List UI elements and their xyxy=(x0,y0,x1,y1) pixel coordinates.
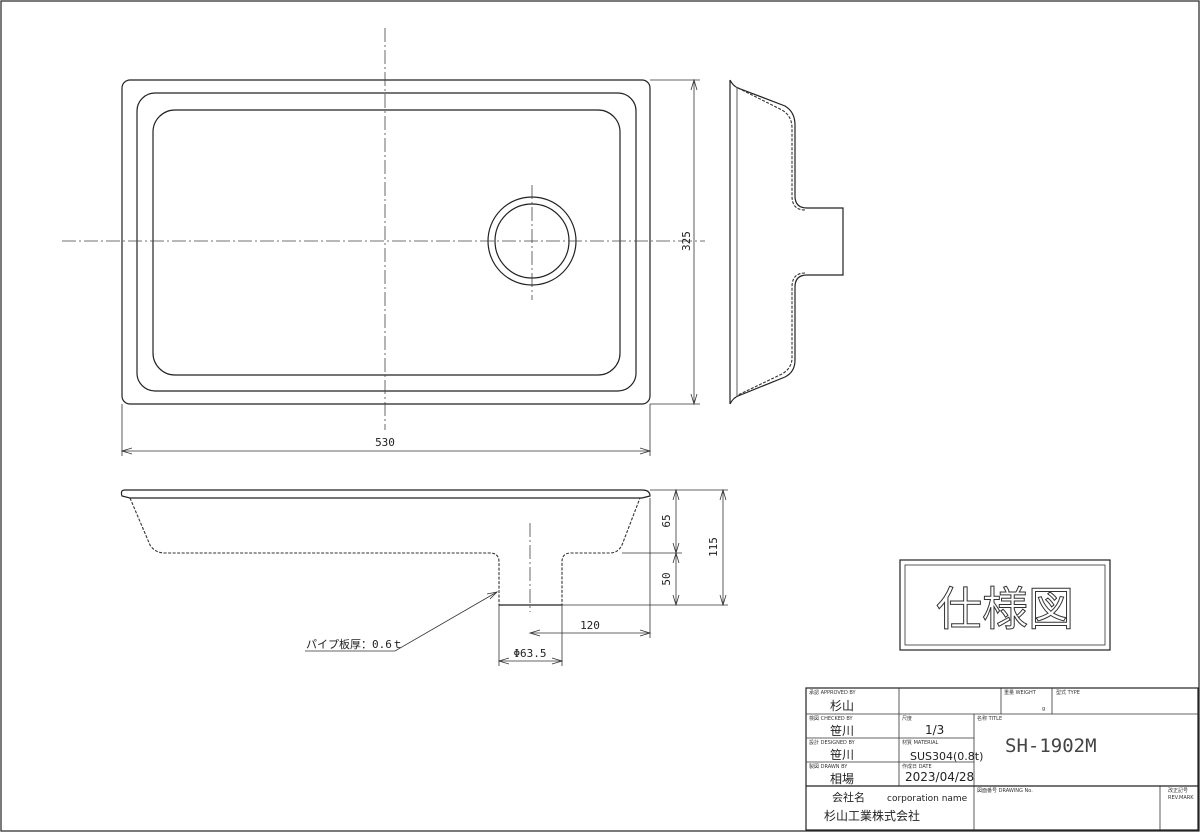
corporation-label: 会社名 xyxy=(832,790,865,804)
front-view: 65 50 115 120 Φ63.5 パイプ板厚：0.6ｔ xyxy=(120,488,728,666)
sink-outer-rim xyxy=(121,79,651,405)
sink-bowl-bottom xyxy=(152,109,621,376)
approved-by: 杉山 xyxy=(830,699,854,713)
side-view xyxy=(729,79,844,405)
checked-label: 検図 CHECKED BY xyxy=(809,715,854,722)
scale: 1/3 xyxy=(925,723,944,737)
company-name: 杉山工業株式会社 xyxy=(824,808,920,823)
title-block: 承認 APPROVED BY 杉山 検図 CHECKED BY 笹川 設計 DE… xyxy=(805,687,1199,831)
weight-unit: g xyxy=(1042,706,1045,712)
plan-view: 325 530 xyxy=(62,28,705,456)
dimension-width: 530 xyxy=(375,436,395,449)
sink-inner-rim xyxy=(136,92,637,392)
dimension-bowl-depth: 65 xyxy=(660,514,673,527)
material-label: 材質 MATERIAL xyxy=(902,739,939,746)
rev-mark-label-en: REV.MARK xyxy=(1168,795,1194,801)
dimension-pipe-length: 50 xyxy=(660,572,673,585)
pipe-thickness-note: パイプ板厚：0.6ｔ xyxy=(306,637,403,651)
drawn-label: 製図 DRAWN BY xyxy=(809,763,848,770)
spec-label: 仕様図 xyxy=(936,582,1074,636)
rev-mark-label: 改正記号 xyxy=(1168,787,1188,794)
title-label: 名称 TITLE xyxy=(977,715,1002,722)
scale-label: 尺度 xyxy=(902,715,912,722)
type-label: 型式 TYPE xyxy=(1056,689,1080,696)
dimension-drain-offset: 120 xyxy=(580,619,600,632)
material: SUS304(0.8t) xyxy=(910,750,983,763)
approved-label: 承認 APPROVED BY xyxy=(809,689,857,696)
drawing-no-label: 図面番号 DRAWING No. xyxy=(977,787,1033,794)
drawn-by: 相場 xyxy=(830,772,854,786)
corporation-label-en: corporation name xyxy=(887,794,968,804)
date-label: 作成日 DATE xyxy=(902,763,932,770)
designed-label: 設計 DESIGNED BY xyxy=(809,739,856,746)
weight-label: 重量 WEIGHT xyxy=(1004,689,1037,696)
designed-by: 笹川 xyxy=(830,748,854,762)
dimension-depth: 325 xyxy=(680,231,693,251)
spec-label-box: 仕様図 xyxy=(899,559,1111,651)
date: 2023/04/28 xyxy=(905,770,974,784)
dimension-total-height: 115 xyxy=(707,537,720,557)
drawing-title: SH-1902M xyxy=(1005,735,1097,757)
dimension-drain-diameter: Φ63.5 xyxy=(513,647,546,660)
checked-by: 笹川 xyxy=(830,724,854,738)
